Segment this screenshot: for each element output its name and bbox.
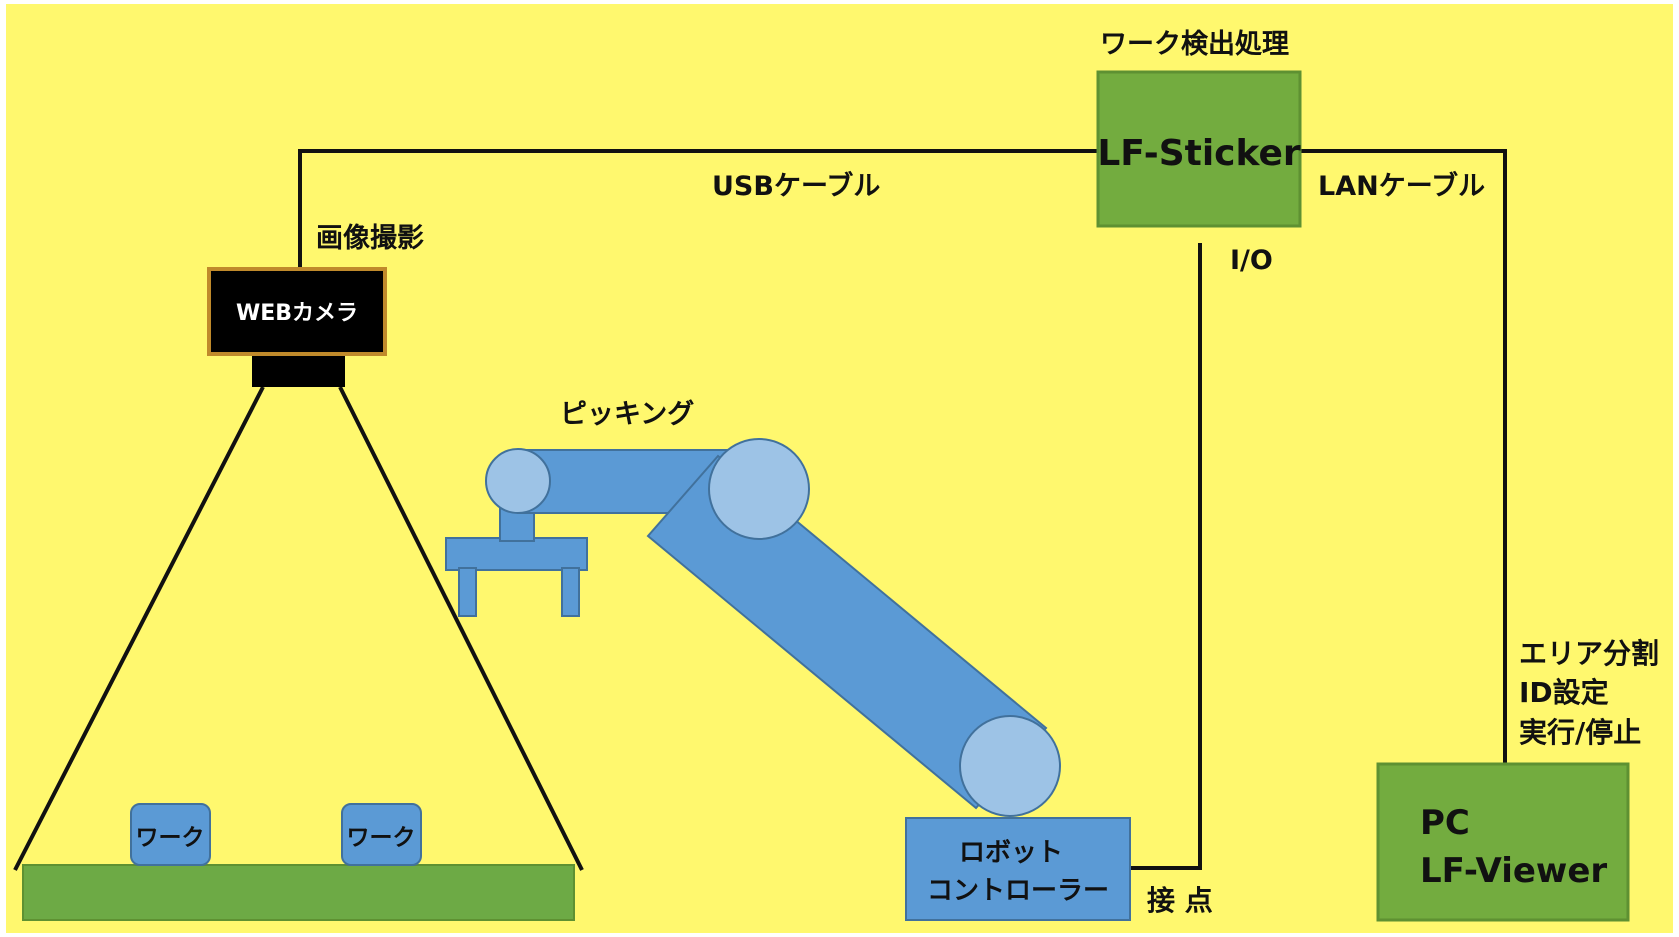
- usb-cable-label: USBケーブル: [712, 170, 880, 202]
- gripper-bar: [445, 537, 588, 571]
- work-detection-label: ワーク検出処理: [1100, 28, 1289, 60]
- contact-label: 接 点: [1147, 884, 1213, 917]
- robot-controller-box: [905, 817, 1131, 921]
- pc-note-line2: ID設定: [1519, 676, 1609, 709]
- lan-cable-label: LANケーブル: [1318, 170, 1485, 202]
- robot-elbow-joint: [708, 438, 810, 540]
- robot-wrist-joint: [485, 448, 551, 514]
- view-cone-left: [13, 386, 265, 871]
- pc-label-line1: PC: [1420, 803, 1470, 843]
- robot-lower-arm: [646, 454, 1048, 810]
- lf-sticker-box: [1096, 70, 1302, 228]
- robot-arm: [445, 438, 1061, 817]
- io-label: I/O: [1230, 245, 1273, 276]
- camera-view-cone: [13, 386, 584, 871]
- work-piece-2: [341, 803, 422, 866]
- lf-sticker-label: LF-Sticker: [1097, 133, 1301, 174]
- floor-table: [22, 864, 575, 921]
- gripper-finger-right: [561, 567, 580, 617]
- usb-cable-line: [298, 149, 1098, 284]
- image-capture-label: 画像撮影: [316, 223, 424, 254]
- io-line: [1130, 243, 1202, 870]
- lan-cable-line: [1300, 149, 1507, 764]
- robot-controller-label-line1: ロボット: [959, 838, 1063, 868]
- picking-label: ピッキング: [560, 398, 694, 430]
- web-camera: [207, 267, 387, 356]
- gripper-finger-left: [458, 567, 477, 617]
- work-piece-1-label: ワーク: [136, 825, 205, 851]
- work-piece-2-label: ワーク: [347, 825, 416, 851]
- view-cone-right: [338, 386, 584, 871]
- robot-base-joint: [959, 715, 1061, 817]
- connection-lines: [298, 149, 1507, 870]
- pc-viewer-box: [1376, 762, 1630, 922]
- robot-controller-label-line2: コントローラー: [927, 876, 1109, 906]
- web-camera-label: WEBカメラ: [236, 301, 358, 326]
- pc-note-line3: 実行/停止: [1519, 716, 1641, 749]
- work-piece-1: [130, 803, 211, 866]
- pc-note-line1: エリア分割: [1519, 637, 1659, 670]
- web-camera-mount: [252, 353, 345, 387]
- pc-label-line2: LF-Viewer: [1420, 851, 1607, 891]
